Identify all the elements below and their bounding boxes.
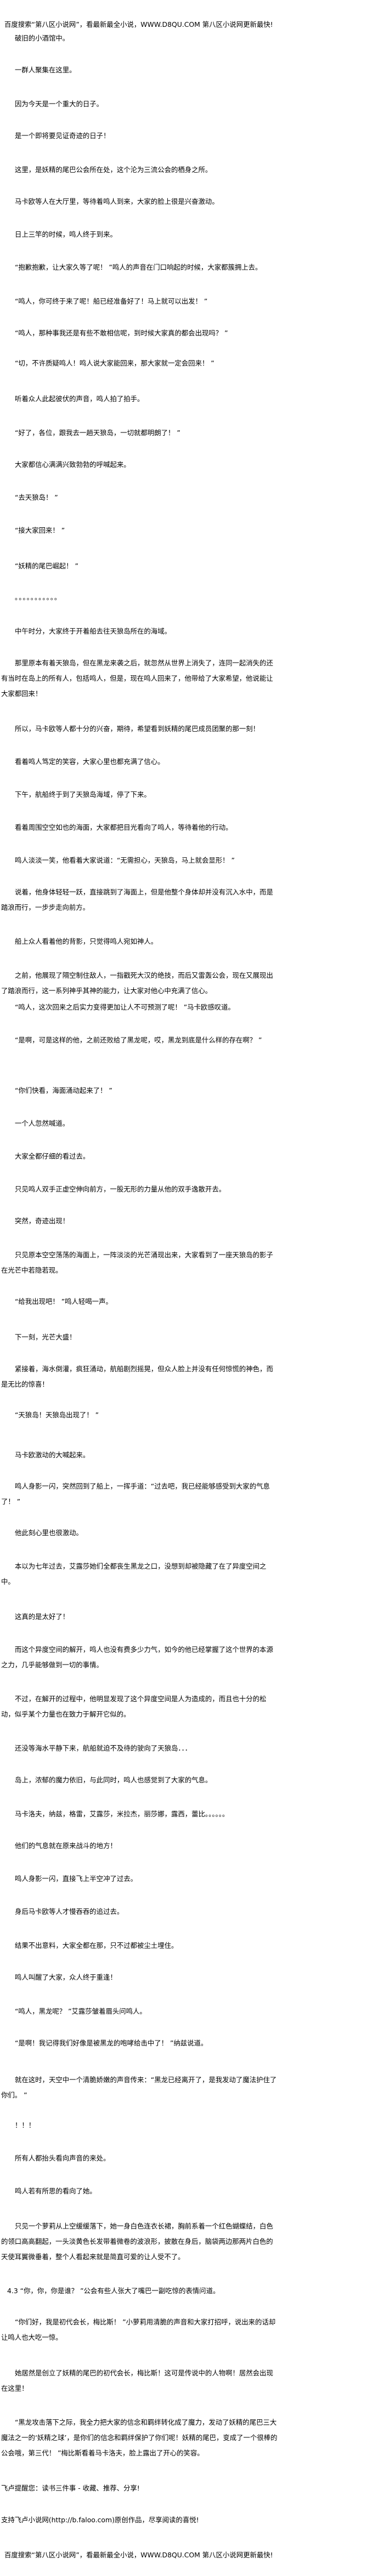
story-paragraph: 听着众人此起彼伏的声音，鸣人拍了拍手。 [15, 395, 144, 403]
story-paragraph: 还没等海水平静下来，航船就迫不及待的驶向了天狼岛．．． [15, 1744, 192, 1752]
story-paragraph: 他此刻心里也很激动。 [15, 1529, 83, 1537]
story-paragraph: 说着，他身体轻轻一跃，直接跳到了海面上，但是他整个身体却并没有沉入水中，而是踏浪… [1, 888, 273, 911]
story-paragraph: “你们快看，海面涌动起来了！ ” [15, 1086, 112, 1095]
story-paragraph: 因为今天是一个重大的日子。 [15, 100, 104, 108]
story-paragraph: “是啊，可是这样的他，之前还败给了黑龙呢，哎，黑龙到底是什么样的存在啊？ ” [15, 1036, 262, 1044]
story-paragraph: 下一刻，光芒大盛！ [15, 1333, 76, 1341]
story-paragraph: 大家都信心满满兴致勃勃的呼喊起来。 [15, 460, 131, 469]
story-paragraph: 大家全都仔细的看过去。 [15, 1152, 90, 1160]
story-paragraph: 马卡欧等人在大厅里，等待着鸣人到来，大家的脸上很是兴奋激动。 [15, 197, 219, 206]
story-paragraph: “鸣人，这次回来之后实力变得更加让人不可预测了呢！ ”马卡欧感叹道。 [15, 1003, 235, 1011]
story-paragraph: 那里原本有着天狼岛，但在黑龙来袭之后，就忽然从世界上消失了，连同一起消失的还有当… [1, 659, 273, 698]
story-paragraph: 日上三竿的时候，鸣人终于到来。 [15, 230, 117, 238]
story-paragraph: ！！！ [15, 2121, 36, 2129]
story-paragraph: 只见鸣人双手正虚空伸向前方，一股无形的力量从他的双手逸散开去。 [15, 1185, 226, 1193]
story-paragraph: 突然，奇迹出现！ [15, 1217, 70, 1225]
footer-reminder: 飞卢提醒您：读书三件事 - 收藏、推荐、分享! [1, 2484, 140, 2492]
story-paragraph: 只见原本空空荡荡的海面上，一阵淡淡的光芒涌现出来，大家看到了一座天狼岛的影子在光… [1, 1251, 273, 1274]
story-paragraph: 本以为七年过去，艾露莎她们全都丧生黑龙之口，没想到却被隐藏了在了异度空间之中。 [1, 1562, 267, 1586]
story-paragraph: 所有人都抬头看向声音的来处。 [15, 2154, 110, 2162]
story-paragraph: “鸣人，你可终于来了呢！船已经准备好了！马上就可以出发！ ” [15, 297, 208, 305]
story-paragraph: 只见一个萝莉从上空缓缓落下，她一身白色连衣长裙，胸前系着一个红色蝴蝶结，白色的领… [1, 2222, 273, 2261]
story-paragraph: 之前，他展现了隔空制住敌人，一指戳死大汉的绝技，而后又雷轰公会，现在又展现出了踏… [1, 971, 273, 995]
story-paragraph: 一群人聚集在这里。 [15, 66, 76, 74]
story-paragraph: “妖精的尾巴崛起！ ” [15, 562, 78, 570]
story-paragraph: 马卡欧激动的大喊起来。 [15, 1451, 90, 1459]
story-paragraph: 鸣人若有所思的看向了她。 [15, 2187, 97, 2195]
story-paragraph: “抱歉抱歉，让大家久等了呢！ ”鸣人的声音在门口响起的时候，大家都簇拥上去。 [15, 263, 262, 271]
story-paragraph: 破旧的小酒馆中。 [15, 34, 70, 42]
story-paragraph: “鸣人，黑龙呢？ ”艾露莎皱着眉头问鸣人。 [15, 2007, 146, 2015]
story-paragraph: 岛上，浓郁的魔力依旧，与此同时，鸣人也感觉到了大家的气息。 [15, 1776, 212, 1784]
story-paragraph: 她居然是创立了妖精的尾巴的初代会长，梅比斯！这可是传说中的人物啊！居然会出现在这… [1, 2369, 273, 2392]
footer-site-banner: 百度搜索“第八区小说网”，看最新最全小说，WWW.D8QU.COM 第八区小说网… [4, 2551, 273, 2559]
footer-support-link[interactable]: 支持飞卢小说网(http://b.faloo.com)原创作品，尽享阅读的喜悦! [1, 2516, 199, 2524]
story-paragraph: “是啊！我记得我们好像是被黑龙的咆哮给击中了！ ”纳兹说道。 [15, 2039, 208, 2047]
story-paragraph: “好了，各位，跟我去一趟天狼岛，一切就都明朗了！ ” [15, 429, 180, 437]
story-paragraph: 所以，马卡欧等人都十分的兴奋，期待，希望看到妖精的尾巴成员团聚的那一刻！ [15, 725, 260, 733]
story-paragraph: 他们的气息就在原来战斗的地方！ [15, 1842, 117, 1850]
story-paragraph: “黑龙攻击落下之际，我全力把大家的信念和羁绊转化成了魔力，发动了妖精的尾巴三大魔… [1, 2418, 278, 2457]
story-paragraph: 这里，是妖精的尾巴公会所在处，这个沦为三流公会的栖身之所。 [15, 166, 212, 174]
story-paragraph: 鸣人身影一闪，直接飞上半空冲了过去。 [15, 1874, 138, 1883]
story-paragraph: “去天狼岛！ ” [15, 493, 58, 501]
story-paragraph: 是一个即将要见证奇迹的日子！ [15, 132, 110, 140]
story-paragraph: 紧接着，海水倒灌，疯狂涌动，航船剧烈摇晃，但众人脸上并没有任何惊慌的神色，而是无… [1, 1365, 273, 1388]
story-paragraph: “切，不许质疑鸣人！鸣人说大家能回来，那大家就一定会回来！ ” [15, 359, 214, 367]
story-paragraph: “你们好，我是初代会长，梅比斯！ ”小萝莉用清脆的声音和大家打招呼，说出来的话却… [1, 2318, 276, 2341]
story-paragraph: 不过，在解开的过程中，他明显发现了这个异度空间是人为造成的，而且也十分的松动，似… [1, 1695, 267, 1718]
story-paragraph: 结果不出意料，大家全都在那，只不过都被尘土埋住。 [15, 1941, 178, 1950]
story-paragraph: “给我出现吧！ ”鸣人轻喝一声。 [15, 1297, 112, 1306]
story-paragraph: 看着周围空空如也的海面，大家都把目光看向了鸣人，等待着他的行动。 [15, 823, 233, 831]
story-paragraph: 中午时分，大家终于开着船去往天狼岛所在的海域。 [15, 627, 171, 635]
scene-break: 。。。。。。。。。。。 [15, 593, 62, 601]
story-paragraph: “接大家回来！ ” [15, 526, 65, 534]
story-paragraph: 马卡洛夫，纳兹，格雷，艾露莎，米拉杰，丽莎娜，露西，蕾比。。。。。。 [15, 1810, 229, 1818]
header-site-banner: 百度搜索“第八区小说网”，看最新最全小说，WWW.D8QU.COM 第八区小说网… [4, 20, 273, 29]
story-paragraph: “天狼岛！天狼岛出现了！ ” [15, 1411, 99, 1419]
story-paragraph: 鸣人叫醒了大家，众人终于重逢！ [15, 1973, 117, 1981]
story-paragraph: 船上众人看着他的背影，只觉得鸣人宛如神人。 [15, 937, 158, 945]
story-paragraph: 而这个异度空间的解开，鸣人也没有费多少力气，如今的他已经掌握了这个世界的本源之力… [1, 1645, 273, 1669]
story-paragraph: 看着鸣人笃定的笑容，大家心里也都充满了信心。 [15, 757, 165, 766]
story-paragraph: 这真的是太好了！ [15, 1612, 70, 1621]
story-paragraph: 4.3 “你，你，你是谁？ ”公会有些人张大了嘴巴一副吃惊的表情问道。 [7, 2287, 220, 2295]
story-paragraph: 下午，航船终于到了天狼岛海域，停了下来。 [15, 790, 151, 799]
story-paragraph: “鸣人，那种事我还是有些不敢相信呢，到时候大家真的都会出现吗？ ” [15, 329, 228, 337]
story-paragraph: 一个人忽然喊道。 [15, 1119, 70, 1127]
story-paragraph: 鸣人身影一闪，突然回到了船上，一挥手道：“过去吧，我已经能够感受到大家的气息了！… [1, 1482, 270, 1506]
story-paragraph: 就在这时，天空中一个清脆娇嫩的声音传来：“黑龙已经离开了，是我发动了魔法护住了你… [1, 2076, 277, 2099]
story-paragraph: 身后马卡欧等人才慢吞吞的追过去。 [15, 1907, 124, 1916]
story-paragraph: 鸣人淡淡一笑，他看着大家说道：“无需担心，天狼岛，马上就会显形！ ” [15, 856, 235, 864]
